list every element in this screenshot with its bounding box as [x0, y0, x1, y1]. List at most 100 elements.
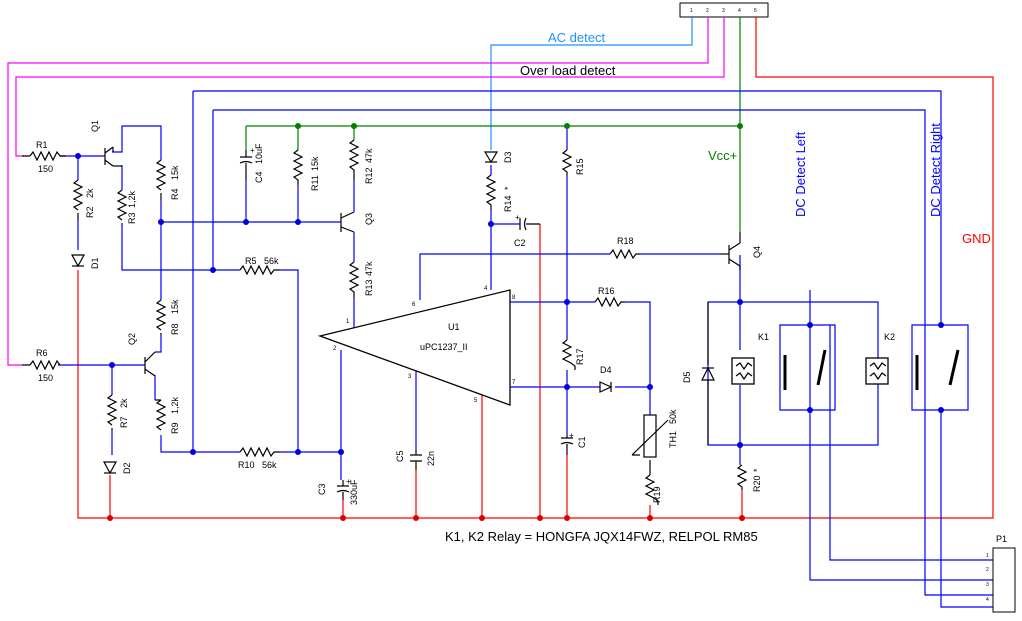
- d5-ref: D5: [682, 371, 692, 383]
- net-labels: AC detect Over load detect Vcc+ DC Detec…: [520, 30, 991, 246]
- resistor-r16: [594, 296, 625, 308]
- overload-detect-label: Over load detect: [520, 63, 616, 78]
- r16-ref: R16: [598, 286, 615, 296]
- diodes: [70, 151, 715, 475]
- c3-value: 330uF: [349, 479, 359, 505]
- transistor-q3: [340, 211, 355, 233]
- signal-wires: [58, 90, 993, 608]
- r11-ref: R11: [310, 175, 320, 191]
- u1-pin-4: 4: [484, 286, 488, 292]
- d4-ref: D4: [600, 365, 612, 375]
- r4-ref: R4: [170, 188, 180, 200]
- r8-value: 15k: [170, 299, 180, 314]
- junctions-red: [107, 515, 745, 521]
- transistors: [104, 146, 741, 377]
- u1-pin-7: 7: [512, 380, 516, 386]
- transistor-q1: [104, 146, 122, 167]
- resistor-r2: [72, 179, 84, 220]
- r6-value: 150: [38, 373, 53, 383]
- r8-ref: R8: [170, 323, 180, 335]
- overload-detect-wire-inner: [15, 17, 725, 157]
- junctions-blue: [75, 153, 944, 455]
- r5-ref: R5: [245, 256, 257, 266]
- thermistor-th1: [631, 414, 669, 458]
- p1-pin-2: 2: [986, 567, 989, 573]
- d3-ref: D3: [503, 151, 513, 163]
- component-labels: R1 150 R6 150 Q1 Q2 Q3 Q4 R2 2k R3 1,2k …: [36, 120, 895, 505]
- u1-pin-8: 8: [512, 295, 516, 301]
- capacitor-c1: [560, 435, 574, 455]
- transistor-q2: [144, 351, 156, 377]
- svg-text:+: +: [515, 213, 520, 222]
- overload-detect-wire-outer: [7, 17, 709, 366]
- r12-value: 47k: [364, 148, 374, 163]
- resistor-r19: [644, 460, 659, 505]
- dc-detect-right-label: DC Detect Right: [928, 123, 943, 217]
- r11-value: 15k: [310, 156, 320, 171]
- resistor-r11: [292, 149, 304, 185]
- resistor-r14: [485, 174, 497, 210]
- diode-d2: [102, 461, 118, 475]
- r15-ref: R15: [575, 158, 585, 175]
- u1-pin-5: 5: [474, 398, 478, 404]
- diode-d1: [70, 254, 86, 268]
- resistor-r20: [736, 464, 748, 490]
- resistor-r15: [561, 149, 573, 175]
- u1-pin-3: 3: [408, 374, 412, 380]
- r14-ref: R14: [503, 195, 513, 212]
- k2-ref: K2: [884, 332, 895, 342]
- r14-value: *: [503, 186, 513, 190]
- q1-ref: Q1: [90, 120, 100, 132]
- r12-ref: R12: [364, 167, 374, 184]
- relay-k2: [865, 349, 960, 390]
- r20-ref: R20: [752, 475, 762, 492]
- r5-value: 56k: [264, 256, 279, 266]
- diode-d5: [701, 302, 715, 445]
- r9-ref: R9: [170, 422, 180, 434]
- ac-detect-label: AC detect: [548, 30, 605, 45]
- u1-ic: 1 2 3 4 5 6 7 8 U1 uPC1237_II: [317, 286, 516, 406]
- q2-ref: Q2: [127, 333, 137, 345]
- resistor-r6: [22, 359, 61, 371]
- capacitors: [239, 150, 574, 500]
- p1-connector: 1 2 3 4 P1: [986, 534, 1016, 613]
- top-connector: 1 2 3 4 5: [679, 2, 769, 18]
- resistor-r5: [239, 264, 280, 276]
- capacitor-c3: [336, 480, 350, 500]
- r7-value: 2k: [119, 398, 129, 408]
- r20-value: *: [752, 468, 762, 472]
- svg-text:+: +: [569, 431, 574, 440]
- u1-ref: U1: [448, 322, 460, 332]
- dc-detect-left-label: DC Detect Left: [793, 131, 808, 217]
- vcc-label: Vcc+: [708, 148, 737, 163]
- gnd-label: GND: [962, 231, 991, 246]
- capacitor-c5: [410, 450, 422, 470]
- r10-value: 56k: [262, 460, 277, 470]
- resistor-r10: [239, 446, 280, 458]
- d1-ref: D1: [90, 257, 100, 269]
- top-connector-pin-1: 1: [690, 8, 693, 14]
- q3-ref: Q3: [364, 213, 374, 225]
- u1-pin-2: 2: [333, 346, 337, 352]
- r1-ref: R1: [36, 140, 48, 150]
- r18-ref: R18: [617, 236, 634, 246]
- u1-value: uPC1237_II: [420, 342, 468, 352]
- resistors: [22, 139, 748, 505]
- transistor-q4: [720, 232, 741, 270]
- resistor-r4: [155, 159, 167, 200]
- r19-ref: R19: [652, 486, 662, 503]
- u1-pin-6: 6: [412, 302, 416, 308]
- junctions-green: [295, 123, 743, 129]
- r10-ref: R10: [238, 460, 255, 470]
- r3-ref: R3: [127, 212, 137, 224]
- r17-ref: R17: [575, 348, 585, 365]
- q4-ref: Q4: [752, 246, 762, 258]
- resistor-r8: [155, 299, 167, 335]
- top-connector-pin-3: 3: [722, 8, 725, 14]
- r1-value: 150: [38, 164, 53, 174]
- c5-value: 22n: [426, 451, 436, 466]
- resistor-r9: [155, 399, 167, 431]
- resistor-r7: [106, 394, 118, 430]
